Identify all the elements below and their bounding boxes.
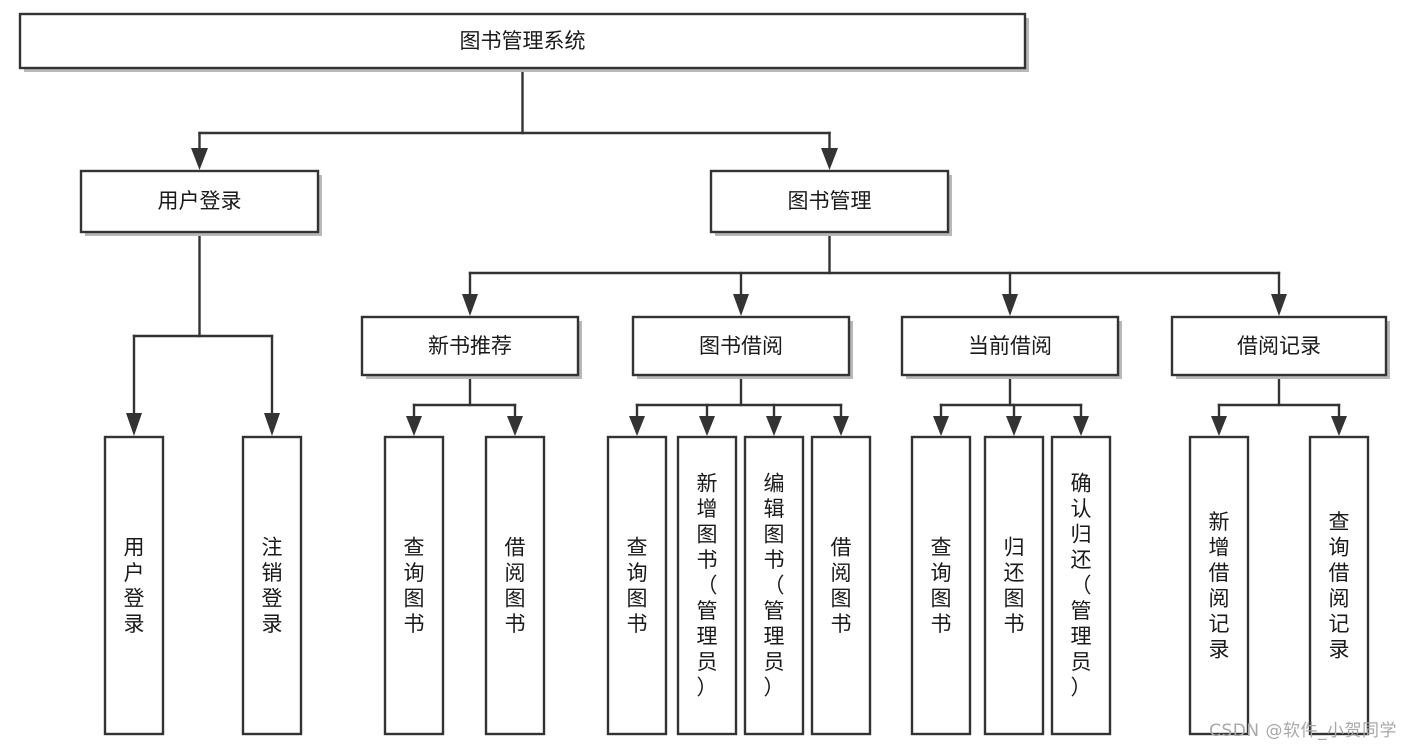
node-book-borrow-label: 图书借阅: [699, 334, 783, 358]
leaf-confirm-return-label: 确认归还（管理员）: [1071, 472, 1092, 700]
leaf-edit-book-label: 编辑图书（管理员）: [764, 472, 785, 700]
leaf-node-leaf-add-record[interactable]: 新增借阅记录: [1188, 435, 1250, 736]
leaf-node-leaf-edit-book[interactable]: 编辑图书（管理员）: [743, 435, 805, 736]
node-borrow-record[interactable]: 借阅记录: [1170, 315, 1390, 379]
arrow-to-leaf-logout: [264, 413, 280, 436]
leaf-add-record-label: 新增借阅记录: [1209, 510, 1230, 662]
leaf-add-book-label: 新增图书（管理员）: [697, 472, 718, 700]
arrow-to-leaf-query-book-3: [933, 416, 949, 436]
arrow-to-book-manage: [821, 148, 838, 170]
leaf-node-leaf-return-book[interactable]: 归还图书: [983, 435, 1045, 736]
leaf-user-login-box[interactable]: [103, 435, 165, 736]
arrow-to-book-borrow: [733, 294, 749, 316]
node-current-borrow-box[interactable]: [900, 315, 1120, 377]
node-current-borrow-label: 当前借阅: [968, 334, 1052, 358]
node-current-borrow[interactable]: 当前借阅: [900, 315, 1122, 379]
leaf-user-login-label: 用户登录: [124, 535, 145, 636]
arrow-to-new-book-rec: [462, 294, 478, 316]
arrow-to-leaf-add-book: [699, 416, 715, 436]
leaf-query-book-3-label: 查询图书: [931, 535, 952, 636]
leaf-query-book-1-box[interactable]: [383, 435, 445, 736]
arrow-to-leaf-add-record: [1211, 416, 1227, 436]
leaf-query-book-3-box[interactable]: [910, 435, 972, 736]
leaf-logout-label: 注销登录: [262, 535, 283, 636]
node-user-login-box[interactable]: [79, 169, 320, 234]
node-user-login-label: 用户登录: [158, 189, 242, 213]
node-new-book-rec-label: 新书推荐: [428, 334, 512, 358]
node-new-book-rec-box[interactable]: [360, 315, 580, 377]
leaf-return-book-box[interactable]: [983, 435, 1045, 736]
leaf-query-record-label: 查询借阅记录: [1329, 510, 1350, 662]
arrow-to-leaf-query-book-2: [629, 416, 645, 436]
leaf-node-leaf-query-book-1[interactable]: 查询图书: [383, 435, 445, 736]
edge-layer: [126, 66, 1347, 436]
node-book-manage-box[interactable]: [709, 169, 950, 234]
arrow-to-leaf-user-login: [126, 413, 142, 436]
leaf-node-leaf-user-login[interactable]: 用户登录: [103, 435, 165, 736]
node-borrow-record-label: 借阅记录: [1237, 334, 1321, 358]
leaf-query-book-2-label: 查询图书: [627, 535, 648, 636]
leaf-borrow-book-2-label: 借阅图书: [831, 535, 852, 636]
leaf-node-leaf-query-book-3[interactable]: 查询图书: [910, 435, 972, 736]
leaf-confirm-return-box[interactable]: [1050, 435, 1112, 736]
node-borrow-record-box[interactable]: [1170, 315, 1388, 377]
leaf-query-book-1-label: 查询图书: [404, 535, 425, 636]
leaf-add-book-box[interactable]: [676, 435, 738, 736]
arrow-to-leaf-query-record: [1331, 416, 1347, 436]
leaf-query-book-2-box[interactable]: [606, 435, 668, 736]
node-root[interactable]: 图书管理系统: [18, 12, 1029, 72]
node-new-book-rec[interactable]: 新书推荐: [360, 315, 582, 379]
arrow-to-leaf-borrow-book-1: [507, 416, 523, 436]
node-root-box[interactable]: [18, 12, 1027, 70]
node-book-borrow[interactable]: 图书借阅: [631, 315, 853, 379]
node-book-manage-label: 图书管理: [788, 189, 872, 213]
leaf-return-book-label: 归还图书: [1004, 535, 1025, 636]
node-root-label: 图书管理系统: [460, 29, 586, 53]
leaf-node-leaf-confirm-return[interactable]: 确认归还（管理员）: [1050, 435, 1112, 736]
leaf-node-leaf-query-record[interactable]: 查询借阅记录: [1308, 435, 1370, 736]
arrow-to-leaf-confirm-return: [1073, 416, 1089, 436]
leaf-node-leaf-query-book-2[interactable]: 查询图书: [606, 435, 668, 736]
arrow-to-borrow-record: [1271, 294, 1287, 316]
leaf-borrow-book-2-box[interactable]: [810, 435, 872, 736]
leaf-edit-book-box[interactable]: [743, 435, 805, 736]
arrow-to-current-borrow: [1002, 294, 1018, 316]
arrow-to-leaf-query-book-1: [406, 416, 422, 436]
leaf-add-record-box[interactable]: [1188, 435, 1250, 736]
node-book-borrow-box[interactable]: [631, 315, 851, 377]
arrow-to-user-login: [191, 148, 208, 170]
leaf-borrow-book-1-label: 借阅图书: [505, 535, 526, 636]
leaf-node-leaf-borrow-book-2[interactable]: 借阅图书: [810, 435, 872, 736]
leaf-node-leaf-add-book[interactable]: 新增图书（管理员）: [676, 435, 738, 736]
node-book-manage[interactable]: 图书管理: [709, 169, 952, 236]
node-user-login[interactable]: 用户登录: [79, 169, 322, 236]
leaf-node-leaf-logout[interactable]: 注销登录: [241, 435, 303, 736]
arrow-to-leaf-return-book: [1006, 416, 1022, 436]
leaf-logout-box[interactable]: [241, 435, 303, 736]
leaf-borrow-book-1-box[interactable]: [484, 435, 546, 736]
arrow-to-leaf-edit-book: [766, 416, 782, 436]
arrow-to-leaf-borrow-book-2: [833, 416, 849, 436]
leaf-node-leaf-borrow-book-1[interactable]: 借阅图书: [484, 435, 546, 736]
leaf-query-record-box[interactable]: [1308, 435, 1370, 736]
